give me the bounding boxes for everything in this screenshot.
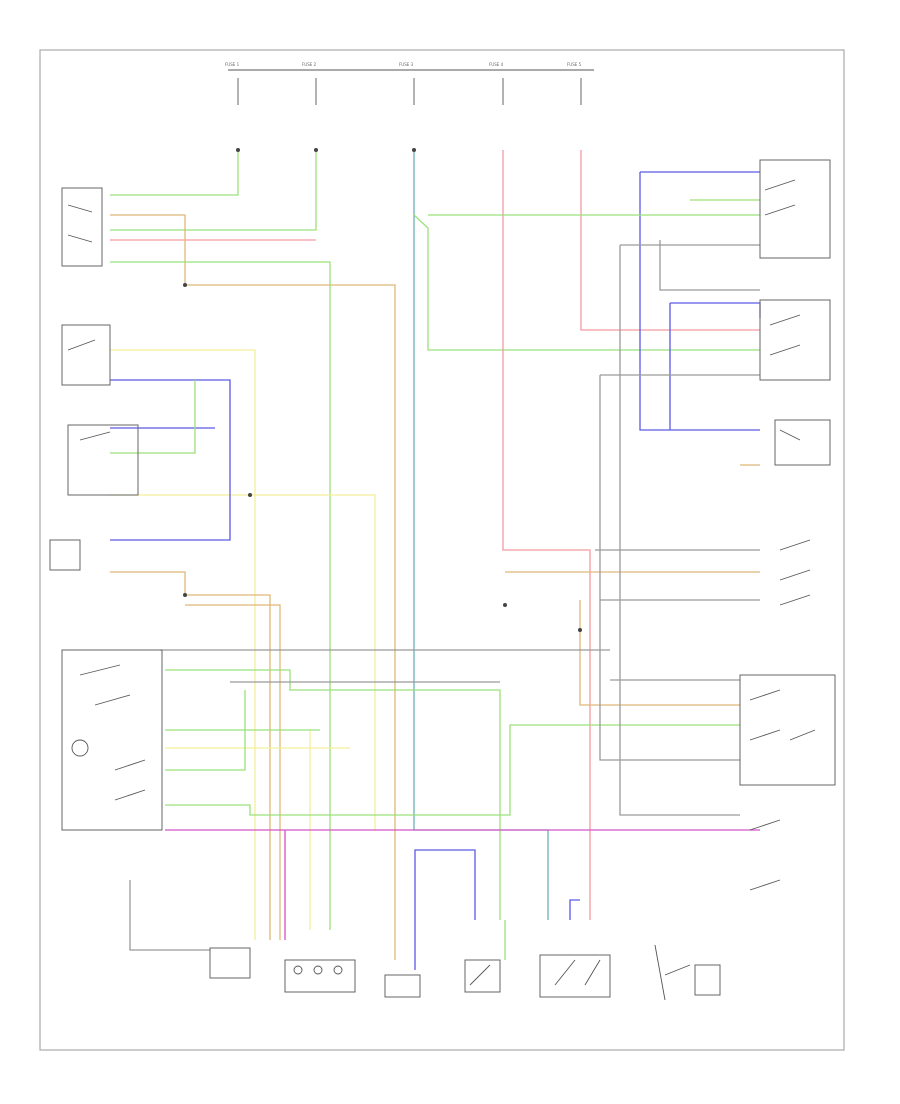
seat-switch-component [61, 324, 111, 386]
fuse-1: FUSE 1 [225, 62, 250, 105]
fuse-2: FUSE 2 [302, 62, 327, 105]
wire-group [110, 150, 761, 970]
wire-green-10 [165, 690, 246, 771]
fuse-3: FUSE 3 [399, 62, 428, 105]
wire-gray-2 [619, 245, 740, 816]
wire-green-8 [165, 669, 501, 920]
bottom-right-unit-box [539, 954, 611, 998]
fuse-2-label: FUSE 2 [302, 62, 317, 67]
bottom-right-switch [654, 944, 721, 1001]
wire-orange-2 [110, 571, 271, 940]
right-lower-switch [749, 819, 781, 891]
wire-yellow-2 [110, 494, 376, 830]
left-small-box [49, 539, 81, 571]
wire-blue-7 [414, 849, 476, 970]
wire-green-4 [413, 214, 760, 351]
wire-green-1 [110, 150, 239, 196]
fuse-4-label: FUSE 4 [489, 62, 504, 67]
left-switch-block-box [61, 649, 163, 831]
splice-dots [183, 148, 582, 632]
wire-gray-8 [659, 240, 760, 291]
wire-blue-2 [639, 172, 760, 431]
bottom-right-unit-component [539, 954, 611, 998]
left-motor-box [67, 424, 139, 496]
center-ground-component [384, 974, 421, 998]
left-switch-block [61, 649, 163, 831]
left-bottom-connector-box [209, 947, 251, 979]
left-bottom-connector-component [209, 947, 251, 979]
wire-green-2 [110, 150, 317, 231]
right-switch-group [779, 539, 811, 606]
wire-gray-4 [599, 375, 740, 761]
seat-switch-box [61, 324, 111, 386]
wire-green-11 [165, 724, 740, 816]
wire-orange-5 [579, 600, 740, 706]
right-mid-relay-box [759, 299, 831, 381]
center-bottom-unit-component [284, 959, 356, 993]
right-mid-relay-component [759, 299, 831, 381]
wire-orange-3 [185, 604, 281, 940]
left-relay-box [61, 187, 103, 267]
wire-blue-8 [569, 899, 580, 920]
top-fuse-group: FUSE 1 FUSE 2 FUSE 3 FUSE 4 FUSE 5 [225, 62, 594, 105]
fuse-3-label: FUSE 3 [399, 62, 414, 67]
left-relay-component [61, 187, 103, 267]
center-bottom-unit-box [284, 959, 356, 993]
fuse-5-label: FUSE 5 [567, 62, 582, 67]
wire-gray-11 [129, 880, 210, 951]
wire-green-7 [110, 380, 196, 454]
fuse-5: FUSE 5 [567, 62, 594, 105]
wire-blue-5 [110, 379, 231, 541]
fuse-4: FUSE 4 [489, 62, 514, 105]
left-motor-component [67, 424, 139, 496]
center-ground-box [384, 974, 421, 998]
wire-red-3 [580, 150, 760, 331]
wire-yellow-1 [110, 349, 256, 940]
fuse-1-label: FUSE 1 [225, 62, 240, 67]
wire-red-2 [502, 150, 591, 920]
wire-orange-1 [110, 214, 396, 960]
wire-green-3 [110, 261, 331, 930]
right-top-relay-box [759, 159, 831, 259]
diagram-frame [39, 49, 845, 1051]
right-bottom-module-box [739, 674, 836, 786]
right-top-relay-component [759, 159, 831, 259]
right-bottom-module-component [739, 674, 836, 786]
center-switch [464, 959, 501, 993]
wire-teal-1 [413, 150, 549, 920]
right-small-box [774, 419, 831, 466]
wire-blue-3 [670, 302, 761, 318]
